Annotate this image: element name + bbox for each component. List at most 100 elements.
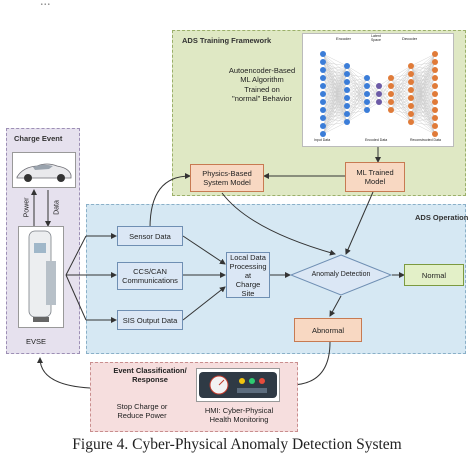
nn-node: [432, 91, 438, 97]
nn-connection: [322, 61, 348, 67]
nn-connection: [390, 105, 412, 111]
training-framework-title: ADS Training Framework: [182, 36, 272, 45]
nn-node: [408, 103, 414, 109]
nn-connection: [346, 93, 368, 123]
nn-connection: [410, 53, 436, 67]
nn-connection: [346, 77, 368, 99]
nn-node: [320, 83, 326, 89]
nn-connection: [322, 65, 348, 103]
nn-connection: [390, 65, 412, 87]
nn-connection: [366, 85, 380, 111]
response-text: Stop Charge or Reduce Power: [116, 402, 168, 421]
nn-connection: [346, 77, 368, 115]
nn-node: [408, 87, 414, 93]
nn-connection: [410, 109, 436, 123]
nn-connection: [410, 69, 436, 123]
nn-connection: [410, 121, 436, 135]
nn-node: [364, 75, 370, 81]
event-classification-title: Event Classification/ Response: [113, 366, 187, 385]
nn-connection: [410, 61, 436, 123]
nn-node: [388, 91, 394, 97]
nn-node: [320, 91, 326, 97]
nn-reconstructed-label: Reconstructed Data: [410, 138, 441, 142]
nn-node: [344, 79, 350, 85]
car-icon: [16, 163, 72, 182]
nn-connection: [346, 73, 368, 79]
nn-node: [408, 119, 414, 125]
nn-node: [432, 75, 438, 81]
nn-node: [408, 79, 414, 85]
nn-node: [408, 111, 414, 117]
nn-connection: [322, 65, 348, 79]
nn-connection: [346, 65, 368, 79]
nn-connection: [322, 121, 348, 135]
nn-node: [320, 75, 326, 81]
nn-node: [344, 71, 350, 77]
nn-node: [376, 83, 382, 89]
nn-node: [388, 75, 394, 81]
nn-connection: [322, 53, 348, 67]
nn-connection: [322, 89, 348, 135]
anomaly-detection-label: Anomaly Detection: [311, 270, 371, 278]
power-label: Power: [23, 197, 31, 218]
nn-node: [320, 99, 326, 105]
nn-node: [388, 99, 394, 105]
nn-node: [344, 103, 350, 109]
cropped-header-fragment: ...: [40, 0, 51, 9]
nn-encoded-label: Encoded Data: [365, 138, 388, 142]
nn-connection: [322, 73, 348, 135]
evse-label: EVSE: [26, 337, 47, 346]
training-description: Autoencoder-Based ML Algorithm Trained o…: [228, 66, 296, 104]
nn-node: [408, 95, 414, 101]
nn-connection: [322, 65, 348, 127]
nn-connection: [346, 77, 368, 123]
nn-latent-label: Latent Space: [371, 34, 381, 43]
nn-node: [432, 131, 438, 137]
nn-connection: [346, 77, 368, 83]
ads-operation-title: ADS Operation: [415, 213, 469, 222]
nn-connection: [322, 97, 348, 135]
nn-connection: [390, 81, 412, 111]
nn-connection: [346, 77, 368, 107]
nn-node: [432, 115, 438, 121]
nn-node: [364, 83, 370, 89]
hmi-panel-image: [196, 368, 280, 402]
nn-node: [320, 59, 326, 65]
nn-connection: [390, 65, 412, 95]
nn-connection: [410, 53, 436, 99]
nn-node: [432, 123, 438, 129]
nn-node: [364, 107, 370, 113]
nn-connection: [410, 85, 436, 123]
nn-connection: [390, 109, 412, 123]
nn-connection: [322, 65, 348, 71]
nn-connection: [410, 117, 436, 123]
nn-connection: [390, 109, 412, 115]
nn-connection: [390, 73, 412, 111]
normal-box: Normal: [404, 264, 464, 286]
nn-node: [408, 71, 414, 77]
nn-connection: [346, 85, 368, 123]
charge-event-title: Charge Event: [14, 134, 63, 143]
nn-node: [320, 107, 326, 113]
evse-charger-image: [18, 226, 64, 328]
gauge-panel-icon: [199, 372, 277, 398]
nn-connection: [410, 93, 436, 123]
nn-connection: [322, 113, 348, 135]
nn-node: [408, 63, 414, 69]
nn-node: [432, 67, 438, 73]
autoencoder-network-svg: [320, 51, 438, 137]
nn-connection: [390, 65, 412, 79]
sis-output-box: SIS Output Data: [117, 310, 183, 330]
nn-node: [344, 119, 350, 125]
nn-node: [376, 99, 382, 105]
nn-node: [320, 123, 326, 129]
nn-connection: [322, 105, 348, 135]
nn-node: [432, 51, 438, 57]
abnormal-box: Abnormal: [294, 318, 362, 342]
nn-connection: [322, 81, 348, 135]
nn-connection: [322, 65, 348, 95]
nn-node: [388, 83, 394, 89]
data-label: Data: [53, 200, 61, 215]
nn-connection: [378, 77, 392, 95]
